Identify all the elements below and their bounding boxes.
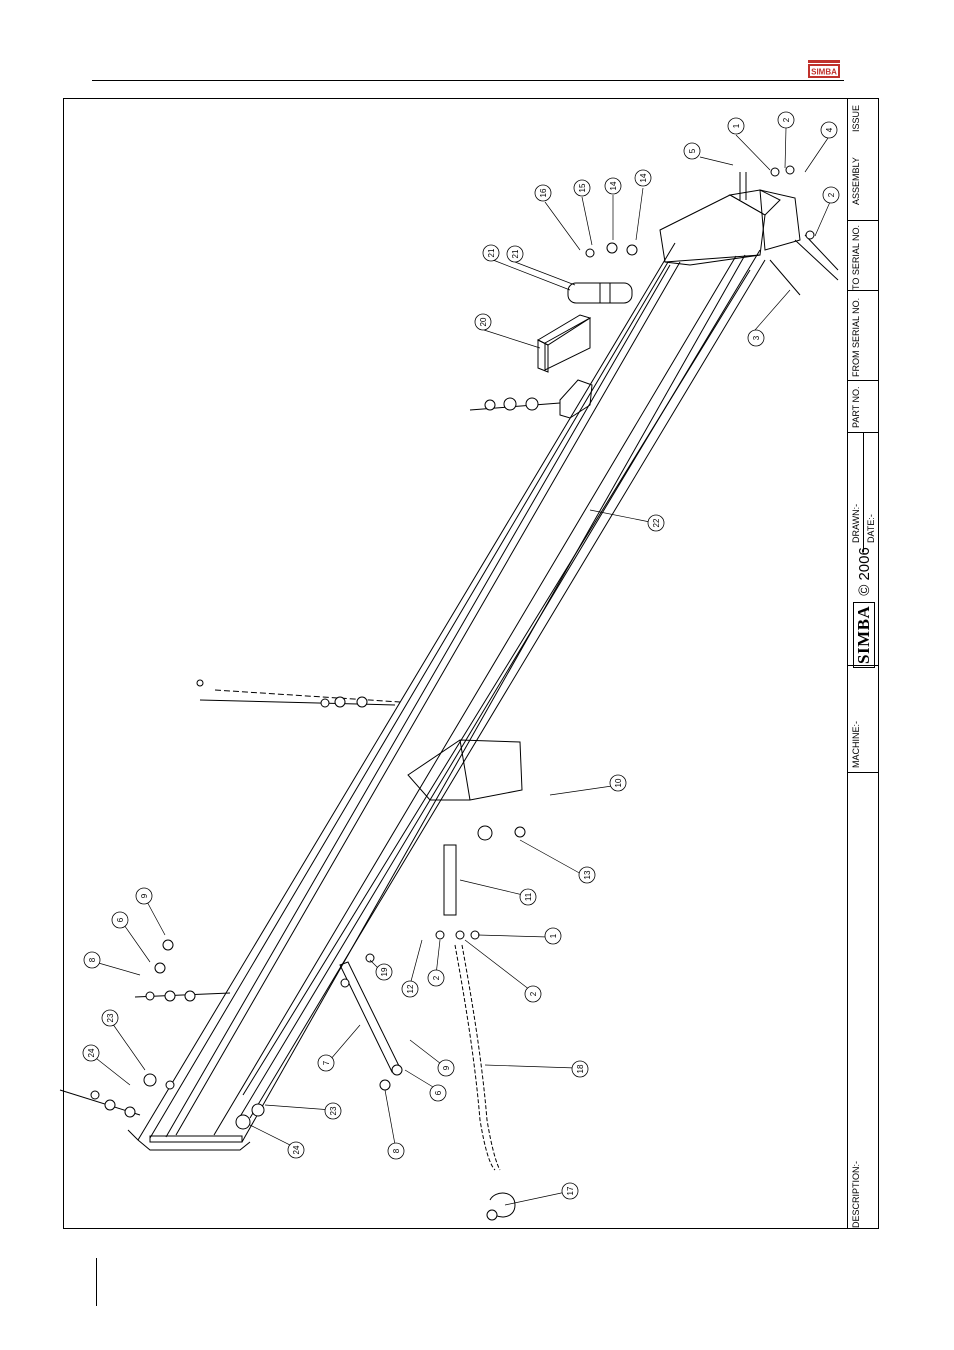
svg-text:2: 2 [529, 991, 538, 996]
callout-balloon: 3 [748, 330, 764, 346]
callout-balloon: 5 [684, 143, 700, 159]
callout-balloon: 6 [112, 912, 128, 928]
svg-text:14: 14 [639, 173, 648, 182]
svg-text:22: 22 [652, 518, 661, 527]
callout-balloon: 6 [430, 1085, 446, 1101]
svg-text:24: 24 [87, 1048, 96, 1057]
callout-balloon: 13 [579, 867, 595, 883]
margin-line [96, 1258, 97, 1306]
callout-balloon: 10 [610, 775, 626, 791]
callout-balloon: 16 [535, 185, 551, 201]
svg-text:18: 18 [576, 1064, 585, 1073]
svg-text:6: 6 [116, 917, 125, 922]
callout-balloon: 14 [605, 178, 621, 194]
callout-balloon: 21 [507, 246, 523, 262]
callout-balloon: 23 [325, 1103, 341, 1119]
callout-balloon: 9 [136, 888, 152, 904]
leader-lines [92, 128, 830, 1205]
svg-text:7: 7 [322, 1060, 331, 1065]
svg-text:4: 4 [825, 127, 834, 132]
svg-text:1: 1 [549, 933, 558, 938]
callout-balloon: 2 [778, 112, 794, 128]
svg-text:5: 5 [688, 148, 697, 153]
callout-balloon: 21 [483, 245, 499, 261]
callout-balloon: 20 [475, 314, 491, 330]
svg-text:2: 2 [827, 192, 836, 197]
svg-text:6: 6 [434, 1090, 443, 1095]
svg-text:12: 12 [406, 984, 415, 993]
svg-text:21: 21 [487, 248, 496, 257]
svg-text:24: 24 [292, 1145, 301, 1154]
callout-balloon: 4 [821, 122, 837, 138]
callout-balloon: 22 [648, 515, 664, 531]
svg-text:20: 20 [479, 317, 488, 326]
callout-balloon: 2 [823, 187, 839, 203]
callout-balloon: 14 [635, 170, 651, 186]
svg-text:14: 14 [609, 181, 618, 190]
svg-text:2: 2 [782, 117, 791, 122]
callout-balloon: 15 [574, 180, 590, 196]
svg-text:9: 9 [140, 893, 149, 898]
callout-balloon: 2 [428, 970, 444, 986]
svg-text:8: 8 [392, 1148, 401, 1153]
callout-balloon: 23 [102, 1010, 118, 1026]
callout-balloon: 2 [525, 986, 541, 1002]
callout-balloon: 12 [402, 981, 418, 997]
svg-text:17: 17 [566, 1186, 575, 1195]
svg-text:21: 21 [511, 249, 520, 258]
callout-balloon: 7 [318, 1055, 334, 1071]
svg-text:10: 10 [614, 778, 623, 787]
svg-text:1: 1 [732, 123, 741, 128]
svg-text:8: 8 [88, 957, 97, 962]
callout-balloon: 17 [562, 1183, 578, 1199]
callout-balloon: 24 [288, 1142, 304, 1158]
svg-text:23: 23 [106, 1013, 115, 1022]
svg-text:3: 3 [752, 335, 761, 340]
svg-text:15: 15 [578, 183, 587, 192]
callout-balloon: 8 [388, 1143, 404, 1159]
callout-balloon: 8 [84, 952, 100, 968]
callout-balloon: 1 [545, 928, 561, 944]
callout-balloon: 9 [438, 1060, 454, 1076]
svg-text:13: 13 [583, 870, 592, 879]
svg-text:19: 19 [380, 967, 389, 976]
callout-balloon: 18 [572, 1061, 588, 1077]
svg-text:9: 9 [442, 1065, 451, 1070]
callout-balloon: 1 [728, 118, 744, 134]
callout-balloon: 19 [376, 964, 392, 980]
callout-balloon: 11 [520, 889, 536, 905]
svg-text:16: 16 [539, 188, 548, 197]
callout-balloon: 24 [83, 1045, 99, 1061]
svg-text:11: 11 [524, 892, 533, 901]
svg-text:23: 23 [329, 1106, 338, 1115]
callouts: 1 2 4 5 2 3 16 15 14 14 21 21 20 22 10 1… [83, 112, 839, 1199]
svg-text:2: 2 [432, 975, 441, 980]
